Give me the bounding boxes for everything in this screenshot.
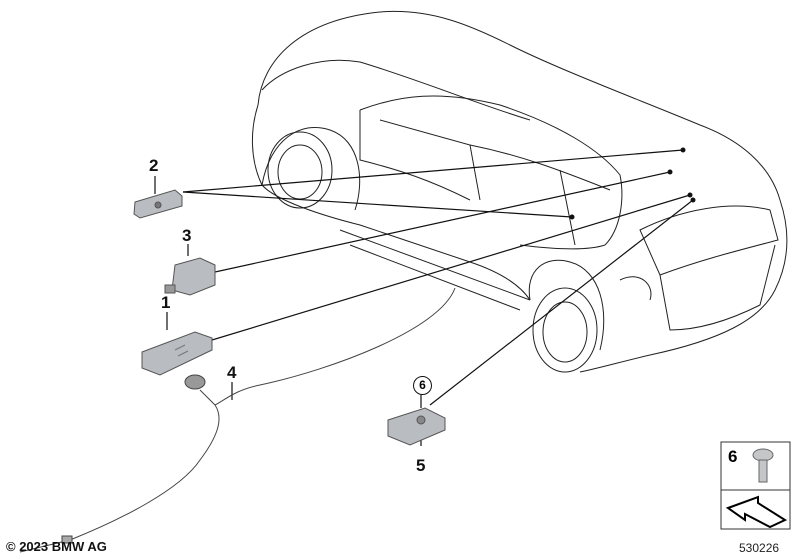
diagram-code: 530226 [739,541,780,555]
arrow-icon [725,495,788,529]
legend-box [720,441,791,530]
part-label-1: 1 [161,293,171,312]
part-label-5: 5 [416,456,426,475]
part-2-antenna-amplifier [133,189,183,219]
part-1-antenna-module [141,331,213,376]
part-label-2: 2 [149,156,159,175]
part-label-4: 4 [227,363,237,382]
leader-lines [154,149,694,446]
part-3-module [164,257,216,296]
screw-icon [752,448,774,483]
part-5-control-unit [387,407,446,446]
part-label-6-circled: 6 [413,376,432,395]
legend-part-number: 6 [728,447,738,466]
leader-dots [569,147,696,220]
car-outline [251,10,788,373]
part-4-cable [19,287,456,553]
part-label-3: 3 [182,226,192,245]
copyright: © 2023 BMW AG [6,539,107,554]
